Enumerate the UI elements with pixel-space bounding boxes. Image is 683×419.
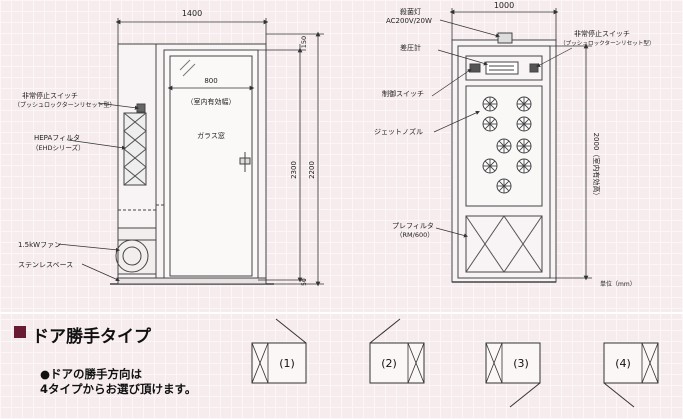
dim-height-2200: 2200 bbox=[308, 161, 316, 179]
door-type-label: (4) bbox=[615, 357, 631, 370]
label-sterilizer-spec: AC200V/20W bbox=[386, 17, 432, 25]
door-type-3: (3) bbox=[485, 342, 541, 408]
section-title: ドア勝手タイプ bbox=[32, 327, 151, 347]
door-type-label: (1) bbox=[279, 357, 295, 370]
jet-nozzle-icon bbox=[496, 138, 512, 154]
right-callout-labels: 殺菌灯 AC200V/20W 差圧計 制御スイッチ ジェットノズル プレフィルタ… bbox=[374, 7, 655, 239]
left-door-glass bbox=[169, 55, 253, 277]
unit-note: 単位（mm） bbox=[600, 280, 636, 288]
jet-nozzle-icon bbox=[516, 138, 532, 154]
label-hepa-series: （EHDシリーズ） bbox=[32, 143, 85, 152]
drawing-canvas: 1400 800 （室内有効幅） ガラス窓 150 2300 2200 50 非… bbox=[14, 1, 655, 288]
dim-width-1400: 1400 bbox=[182, 9, 202, 18]
hepa-filter-box bbox=[123, 112, 147, 186]
note-line-1: ●ドアの勝手方向は bbox=[40, 367, 143, 381]
door-type-2: (2) bbox=[369, 318, 425, 384]
section-marker bbox=[14, 326, 26, 338]
jet-nozzle-icon bbox=[516, 96, 532, 112]
glass-window-label: ガラス窓 bbox=[197, 131, 225, 140]
left-callouts bbox=[57, 102, 140, 282]
label-right-emergency-switch-type: （プッシュロックターンリセット型） bbox=[560, 39, 655, 47]
emergency-switch-icon bbox=[136, 103, 146, 113]
right-dimension-labels: 1000 2000（室内有効高） 単位（mm） bbox=[494, 1, 636, 288]
dim-door-800: 800 bbox=[204, 77, 217, 85]
sterilizer-lamp-icon bbox=[497, 32, 513, 44]
door-type-canvas: (1) (2) (3) (4) bbox=[251, 318, 659, 408]
fan-housing bbox=[117, 227, 157, 275]
jet-nozzle-icon bbox=[482, 158, 498, 174]
label-control-switch: 制御スイッチ bbox=[382, 89, 424, 98]
label-prefilter-model: （RM/600） bbox=[396, 231, 434, 239]
dim-door-note: （室内有効幅） bbox=[187, 97, 236, 106]
right-view bbox=[451, 32, 557, 283]
label-pressure-gauge: 差圧計 bbox=[400, 43, 421, 52]
door-type-diagrams: (1) (2) (3) (4) bbox=[0, 314, 683, 415]
label-emergency-switch: 非常停止スイッチ bbox=[22, 91, 78, 100]
dim-width-1000: 1000 bbox=[494, 1, 514, 10]
label-prefilter: プレフィルタ bbox=[392, 221, 434, 230]
jet-nozzle-icon bbox=[496, 178, 512, 194]
jet-nozzle-icon bbox=[516, 158, 532, 174]
note-line-2: 4タイプからお選び頂けます。 bbox=[40, 382, 197, 396]
label-right-emergency-switch: 非常停止スイッチ bbox=[574, 29, 630, 38]
right-emergency-switch-icon bbox=[529, 63, 539, 73]
jet-nozzle-icon bbox=[482, 116, 498, 132]
technical-drawing: 1400 800 （室内有効幅） ガラス窓 150 2300 2200 50 非… bbox=[14, 1, 655, 288]
control-switch-icon bbox=[469, 63, 481, 73]
dim-bottom-50: 50 bbox=[301, 278, 308, 286]
left-view bbox=[110, 43, 274, 285]
left-callout-labels: 非常停止スイッチ （プッシュロックターンリセット型） HEPAフィルタ （EHD… bbox=[14, 91, 115, 269]
section-separator bbox=[0, 312, 683, 314]
door-type-4: (4) bbox=[603, 342, 659, 408]
label-sterilizer-lamp: 殺菌灯 bbox=[400, 7, 421, 16]
dim-height-2300: 2300 bbox=[290, 161, 298, 179]
label-fan: 1.5kWファン bbox=[18, 241, 61, 249]
door-type-label: (2) bbox=[381, 357, 397, 370]
dim-top-150: 150 bbox=[300, 36, 308, 48]
left-dimension-labels: 1400 800 （室内有効幅） ガラス窓 150 2300 2200 50 bbox=[182, 9, 316, 286]
door-type-1: (1) bbox=[251, 318, 307, 384]
door-type-label: (3) bbox=[513, 357, 529, 370]
label-hepa-filter: HEPAフィルタ bbox=[34, 133, 80, 142]
right-dimensions bbox=[449, 8, 592, 281]
jet-nozzle-icon bbox=[516, 116, 532, 132]
dim-height-2000: 2000（室内有効高） bbox=[592, 133, 601, 200]
label-emergency-switch-type: （プッシュロックターンリセット型） bbox=[14, 101, 115, 109]
jet-nozzle-icon bbox=[482, 96, 498, 112]
control-panel bbox=[465, 55, 543, 81]
stainless-base bbox=[117, 277, 267, 285]
label-jet-nozzle: ジェットノズル bbox=[374, 127, 423, 136]
pressure-gauge-icon bbox=[485, 61, 519, 75]
door-type-note: ●ドアの勝手方向は 4タイプからお選び頂けます。 bbox=[40, 367, 196, 397]
jet-nozzles bbox=[482, 96, 532, 194]
label-stainless-base: ステンレスベース bbox=[18, 261, 73, 269]
right-callouts bbox=[431, 19, 573, 238]
left-dimensions bbox=[115, 18, 324, 287]
